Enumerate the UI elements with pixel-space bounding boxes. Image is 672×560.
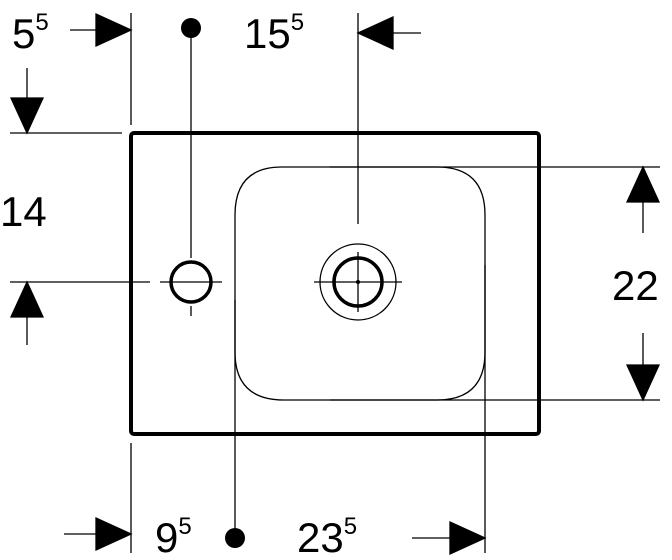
tap-centre-dot	[181, 18, 201, 38]
dim-top-left: 55	[12, 9, 49, 57]
extension-lines	[10, 13, 660, 553]
dim-right: 22	[612, 262, 659, 309]
dimension-labels: 55 155 14 22 95 235	[0, 9, 659, 560]
basin-outline	[129, 131, 541, 436]
dim-bottom-left: 95	[155, 513, 192, 560]
dim-bottom-right: 235	[297, 513, 357, 560]
dim-left: 14	[0, 188, 47, 235]
dim-top-right: 155	[244, 9, 304, 57]
tap-hole	[160, 260, 222, 304]
dimension-arrows	[9, 12, 661, 556]
bowl-edge-dot	[225, 528, 245, 548]
bowl-outline	[234, 166, 486, 401]
